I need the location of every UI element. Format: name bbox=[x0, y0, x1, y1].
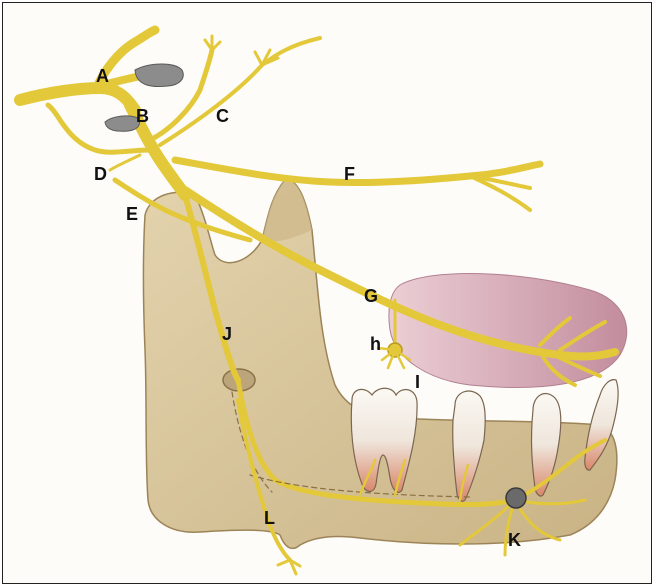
label-h: h bbox=[370, 334, 381, 354]
ganglion-k bbox=[506, 488, 526, 508]
label-j: J bbox=[222, 324, 232, 344]
label-k: K bbox=[508, 530, 521, 550]
ganglion-block-b bbox=[105, 116, 140, 131]
label-l: L bbox=[264, 508, 275, 528]
label-e: E bbox=[126, 204, 138, 224]
label-b: B bbox=[136, 106, 149, 126]
label-i: I bbox=[415, 372, 420, 392]
label-a: A bbox=[96, 66, 109, 86]
label-c: C bbox=[216, 106, 229, 126]
coronoid-process bbox=[262, 180, 312, 241]
nerve-c-branch bbox=[150, 50, 212, 140]
label-f: F bbox=[344, 164, 355, 184]
label-d: D bbox=[94, 164, 107, 184]
ganglion-block-a bbox=[135, 64, 183, 87]
nerve-root-a bbox=[20, 88, 135, 110]
label-g: G bbox=[364, 286, 378, 306]
